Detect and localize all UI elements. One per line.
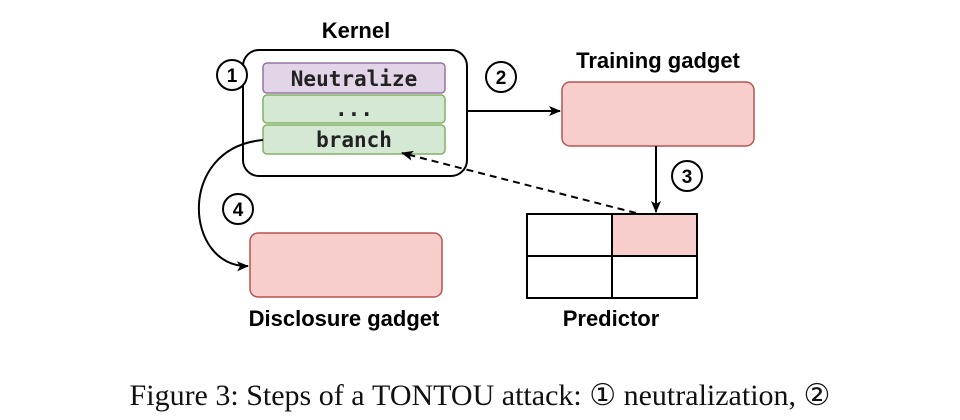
- predictor-cell-top-left: [526, 213, 613, 257]
- step-badge-3: 3: [671, 160, 703, 192]
- kernel-title: Kernel: [322, 18, 390, 43]
- step-badge-3-label: 3: [682, 167, 693, 188]
- arrow-predictor-to-branch: [401, 150, 637, 214]
- predictor-cell-top-right: [611, 213, 698, 257]
- figure-caption: Figure 3: Steps of a TONTOU attack: ① ne…: [0, 378, 960, 413]
- neutralize-row-box: [262, 62, 446, 94]
- ellipsis-row-box: [262, 94, 446, 124]
- branch-row-label: branch: [316, 128, 392, 152]
- step-badge-1: 1: [216, 59, 248, 91]
- ellipsis-row-label: ...: [335, 97, 373, 121]
- disclosure-gadget-box: [249, 232, 443, 298]
- neutralize-row-label: Neutralize: [291, 67, 417, 91]
- step-badge-2: 2: [485, 61, 517, 93]
- arrow-branch-to-disclosure: [197, 139, 264, 272]
- caption-suffix: attack: ① neutralization, ②: [494, 379, 831, 412]
- step-badge-4-label: 4: [233, 200, 244, 221]
- step-badge-4: 4: [222, 193, 254, 225]
- caption-attack-name: TONTOU: [372, 379, 495, 412]
- step-badge-1-label: 1: [227, 66, 238, 87]
- caption-prefix: Figure 3: Steps of a: [129, 379, 373, 412]
- predictor-cell-bottom-right: [611, 255, 698, 299]
- predictor-title: Predictor: [563, 306, 660, 331]
- predictor-cell-bottom-left: [526, 255, 613, 299]
- branch-row-box: [262, 124, 446, 155]
- training-gadget-box: [561, 81, 755, 147]
- disclosure-gadget-title: Disclosure gadget: [249, 306, 440, 331]
- training-gadget-title: Training gadget: [576, 48, 740, 73]
- step-badge-2-label: 2: [496, 68, 507, 89]
